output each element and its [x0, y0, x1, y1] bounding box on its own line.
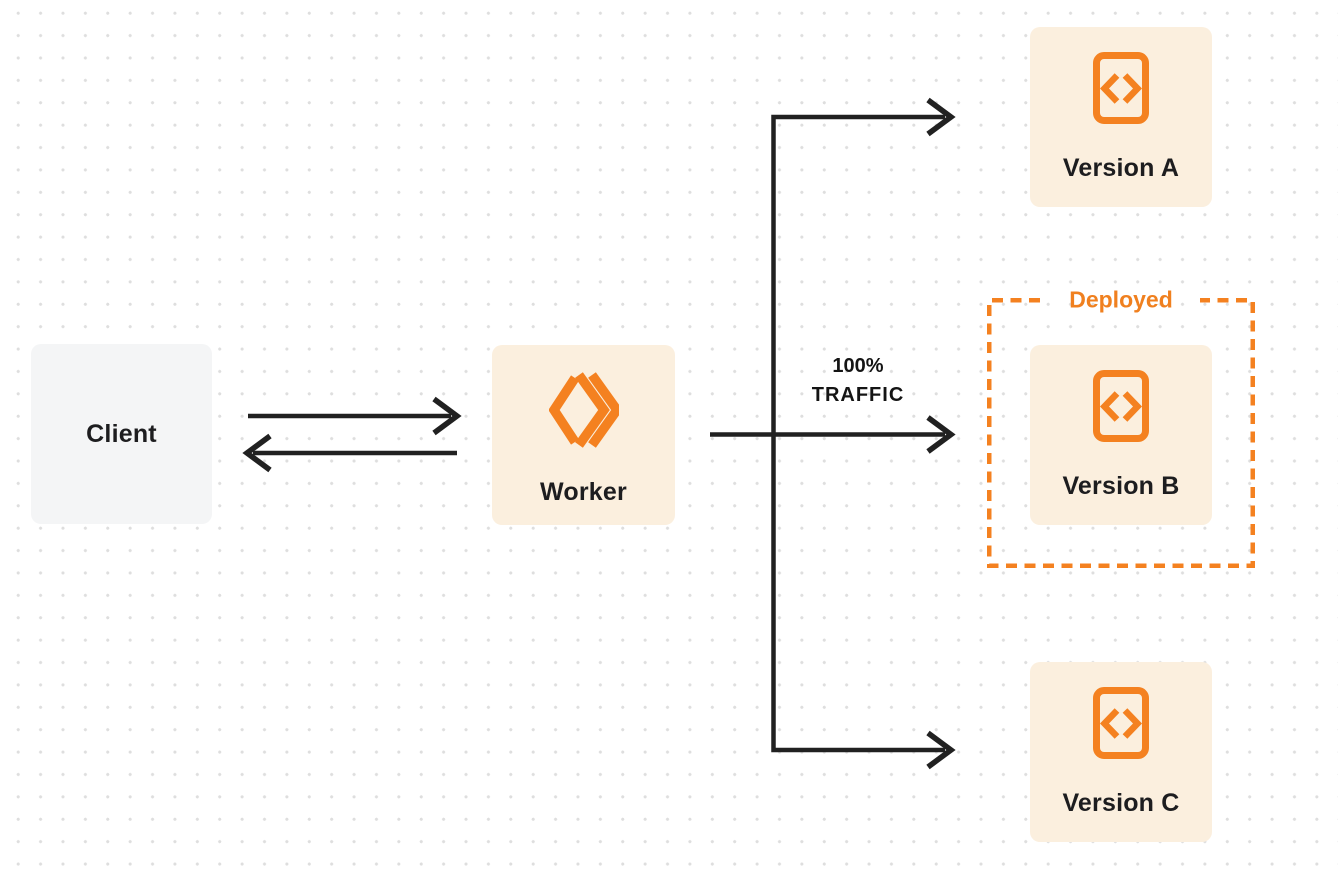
traffic-label: 100% TRAFFIC — [812, 352, 905, 410]
client-label: Client — [86, 419, 157, 448]
traffic-arrowhead-icon — [926, 415, 956, 454]
code-file-icon — [1093, 370, 1149, 442]
version-a-label: Version A — [1062, 154, 1180, 182]
version-a-node: Version A — [1030, 27, 1212, 207]
request-arrowhead-icon — [432, 396, 462, 436]
code-file-icon — [1093, 52, 1149, 124]
client-node: Client — [31, 344, 212, 524]
version-c-node: Version C — [1030, 662, 1212, 842]
deployed-label: Deployed — [1069, 286, 1173, 313]
version-b-node: Version B — [1030, 345, 1212, 525]
traffic-word-text: TRAFFIC — [811, 384, 905, 406]
version-b-label: Version B — [1062, 472, 1180, 500]
version-a-arrowhead-icon — [926, 97, 956, 137]
workers-logo-icon — [547, 372, 623, 448]
branch-bracket-line — [771, 114, 945, 753]
deployed-dashed-border — [987, 298, 1255, 568]
version-c-label: Version C — [1062, 789, 1180, 817]
deployed-group-outline: Deployed — [987, 287, 1255, 568]
response-arrowhead-icon — [242, 433, 272, 473]
worker-label: Worker — [540, 478, 627, 506]
traffic-percent-text: 100% — [832, 355, 884, 377]
version-c-arrowhead-icon — [926, 730, 956, 770]
worker-node: Worker — [492, 345, 675, 525]
code-file-icon — [1093, 687, 1149, 759]
